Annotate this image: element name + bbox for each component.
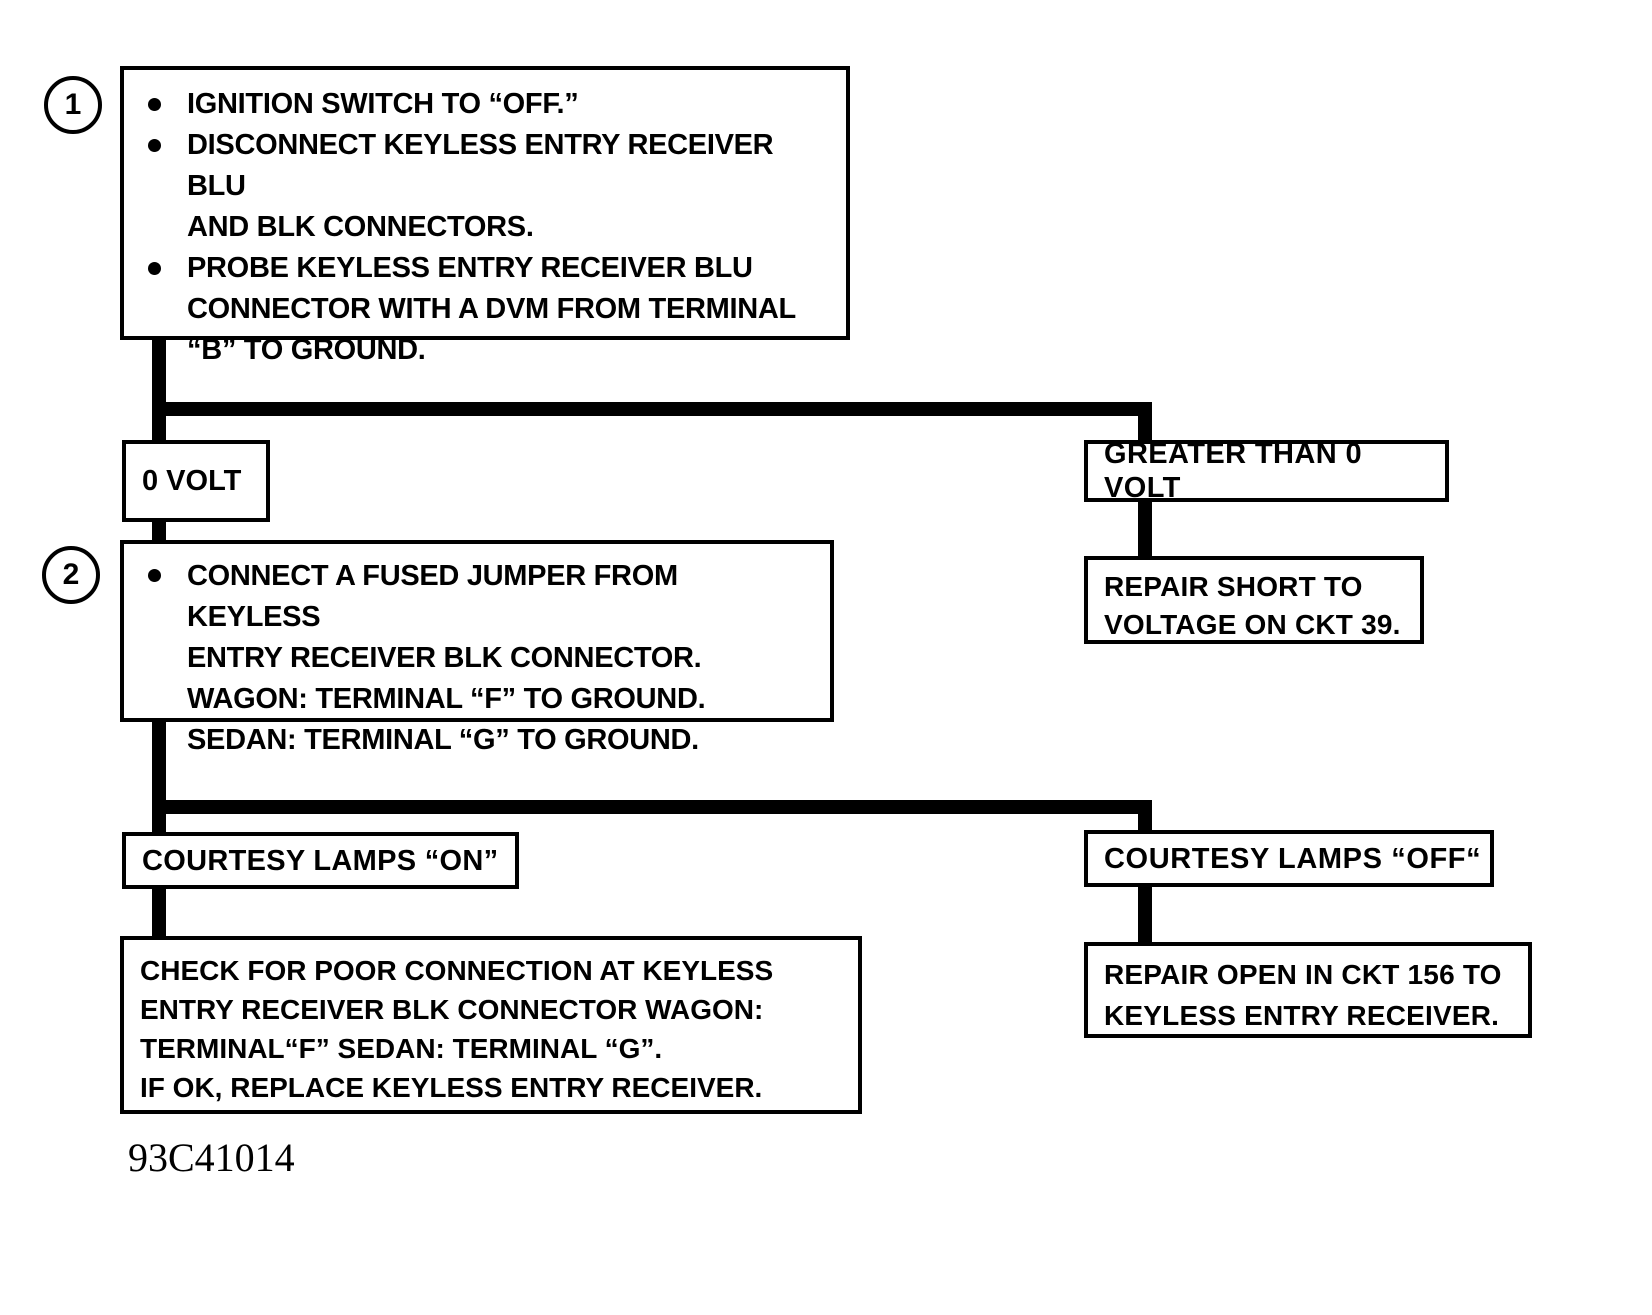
connector-branch2-left-down xyxy=(152,800,166,842)
connector-step2-down xyxy=(152,718,166,818)
connector-branch1-right-down xyxy=(1138,402,1152,450)
step2-bullet-1-text: CONNECT A FUSED JUMPER FROM KEYLESS ENTR… xyxy=(187,560,706,756)
node-zero-volt[interactable]: 0 VOLT xyxy=(122,440,270,522)
step-marker-2-label: 2 xyxy=(62,558,80,591)
step-marker-2: 2 xyxy=(42,546,100,604)
node-step2[interactable]: CONNECT A FUSED JUMPER FROM KEYLESS ENTR… xyxy=(120,540,834,756)
step1-bullet-2: DISCONNECT KEYLESS ENTRY RECEIVER BLU AN… xyxy=(142,125,834,248)
step-marker-1: 1 xyxy=(44,76,102,134)
step1-bullet-1: IGNITION SWITCH TO “OFF.” xyxy=(142,84,834,125)
bullet-dot-icon xyxy=(148,98,161,111)
node-step1[interactable]: IGNITION SWITCH TO “OFF.” DISCONNECT KEY… xyxy=(120,66,850,366)
connector-lampson-to-check xyxy=(152,886,166,944)
connector-branch2-horizontal xyxy=(152,800,1152,814)
connector-lampsoff-to-repairopen xyxy=(1138,884,1152,950)
step-marker-1-label: 1 xyxy=(64,88,82,121)
check-poor-connection-label: CHECK FOR POOR CONNECTION AT KEYLESS ENT… xyxy=(140,955,774,1103)
step1-bullet-1-text: IGNITION SWITCH TO “OFF.” xyxy=(187,88,579,120)
connector-branch1-left-down xyxy=(152,402,166,450)
zero-volt-label: 0 VOLT xyxy=(142,465,242,497)
courtesy-lamps-on-label: COURTESY LAMPS “ON” xyxy=(142,844,499,877)
connector-branch1-horizontal xyxy=(152,402,1152,416)
node-courtesy-lamps-off[interactable]: COURTESY LAMPS “OFF“ xyxy=(1084,830,1494,887)
greater-than-zero-volt-label: GREATER THAN 0 VOLT xyxy=(1104,438,1363,504)
step2-bullet-1: CONNECT A FUSED JUMPER FROM KEYLESS ENTR… xyxy=(142,556,818,761)
connector-step1-down xyxy=(152,336,166,416)
courtesy-lamps-off-label: COURTESY LAMPS “OFF“ xyxy=(1104,842,1482,875)
step1-bullet-3-text: PROBE KEYLESS ENTRY RECEIVER BLU CONNECT… xyxy=(187,252,796,366)
node-repair-short[interactable]: REPAIR SHORT TO VOLTAGE ON CKT 39. xyxy=(1084,556,1424,644)
step1-bullet-3: PROBE KEYLESS ENTRY RECEIVER BLU CONNECT… xyxy=(142,248,834,371)
node-repair-open[interactable]: REPAIR OPEN IN CKT 156 TO KEYLESS ENTRY … xyxy=(1084,942,1532,1038)
node-check-poor-connection[interactable]: CHECK FOR POOR CONNECTION AT KEYLESS ENT… xyxy=(120,936,862,1114)
repair-open-label: REPAIR OPEN IN CKT 156 TO KEYLESS ENTRY … xyxy=(1104,959,1502,1031)
figure-code: 93C41014 xyxy=(128,1135,295,1180)
bullet-dot-icon xyxy=(148,139,161,152)
connector-gtzero-to-repairshort xyxy=(1138,500,1152,558)
bullet-dot-icon xyxy=(148,262,161,275)
bullet-dot-icon xyxy=(148,569,161,582)
node-courtesy-lamps-on[interactable]: COURTESY LAMPS “ON” xyxy=(122,832,519,889)
node-greater-than-zero-volt[interactable]: GREATER THAN 0 VOLT xyxy=(1084,438,1449,504)
step1-bullet-2-text: DISCONNECT KEYLESS ENTRY RECEIVER BLU AN… xyxy=(187,129,774,243)
repair-short-label: REPAIR SHORT TO VOLTAGE ON CKT 39. xyxy=(1104,571,1401,640)
